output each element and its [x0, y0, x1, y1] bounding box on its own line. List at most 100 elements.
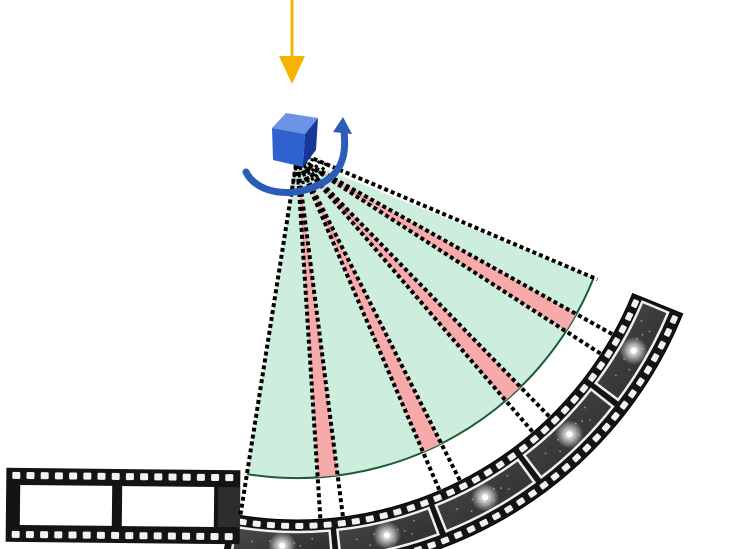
strip-hole-top — [125, 473, 134, 481]
blank-film-strip — [5, 467, 241, 545]
strip-cell-2 — [121, 486, 215, 527]
wedge-edge-a-3 — [295, 156, 552, 419]
sprocket-hole-outer — [610, 411, 620, 421]
wedge-edge-a-1 — [295, 157, 345, 518]
sprocket-hole-inner — [570, 394, 580, 404]
strip-hole-top — [225, 474, 234, 482]
strip-hole-top — [83, 472, 92, 480]
speckle — [623, 358, 625, 361]
sprocket-hole-outer — [582, 443, 592, 453]
strip-hole-top — [54, 472, 63, 480]
speckle — [574, 422, 577, 425]
wedge-edge-b-3 — [295, 156, 535, 434]
strip-hole-bottom — [11, 530, 20, 538]
curved-film-detector — [224, 292, 684, 549]
sprocket-hole-inner — [518, 443, 528, 453]
strip-hole-bottom — [111, 531, 120, 539]
strip-hole-top — [40, 472, 49, 480]
sprocket-hole-inner — [309, 522, 318, 529]
speckle — [640, 319, 643, 322]
speckle — [615, 374, 617, 377]
sprocket-hole-inner — [365, 515, 375, 523]
sprocket-hole-inner — [596, 361, 606, 371]
sprocket-hole-inner — [281, 522, 290, 529]
strip-hole-top — [12, 471, 21, 479]
speckle — [628, 368, 631, 371]
scatter-arc-4 — [291, 161, 328, 185]
sprocket-hole-inner — [458, 482, 468, 491]
beam-arrowhead — [279, 56, 305, 84]
sprocket-hole-outer — [550, 472, 560, 481]
speckle — [470, 510, 473, 513]
speckle — [393, 539, 396, 542]
exposure-wedge-4 — [297, 158, 577, 332]
blank-strip-group — [5, 467, 241, 545]
scatter-arc-3 — [292, 159, 322, 178]
speckle — [471, 498, 474, 501]
speckle — [628, 354, 631, 357]
scatter-arc-2 — [293, 157, 315, 171]
sprocket-hole-inner — [337, 519, 346, 527]
strip-cell-1 — [19, 484, 113, 526]
scattering-fan — [246, 158, 595, 479]
sprocket-hole-inner — [618, 324, 627, 334]
sprocket-hole-outer — [453, 531, 463, 539]
speckle — [584, 406, 586, 409]
strip-hole-top — [69, 472, 78, 480]
diffraction-spot-core-5 — [630, 347, 637, 354]
sprocket-hole-outer — [491, 512, 501, 521]
speckle — [251, 540, 253, 543]
speckle — [563, 436, 566, 439]
sprocket-hole-outer — [527, 489, 538, 498]
sprocket-hole-inner — [323, 521, 332, 528]
strip-hole-bottom — [139, 532, 148, 540]
sprocket-hole-inner — [446, 488, 456, 497]
speckle — [275, 543, 277, 546]
strip-hole-top — [111, 472, 120, 480]
strip-hole-bottom — [96, 531, 105, 539]
wedge-edge-a-2 — [295, 157, 462, 483]
sprocket-hole-outer — [504, 504, 514, 514]
sprocket-hole-inner — [252, 520, 261, 528]
speckle — [299, 545, 302, 547]
strip-hole-bottom — [125, 532, 134, 540]
speckle — [506, 474, 509, 477]
speckle — [355, 538, 358, 541]
speckle — [589, 419, 591, 421]
sprocket-hole-inner — [611, 337, 621, 347]
strip-hole-top — [26, 472, 35, 480]
sprocket-hole-outer — [669, 315, 678, 324]
diffraction-spot-core-4 — [566, 431, 573, 438]
fan-arc-edge — [246, 277, 595, 479]
diffraction-spot-1 — [268, 531, 297, 549]
incident-beam-arrow-icon — [279, 0, 305, 84]
boundary-ray-left — [238, 157, 299, 517]
speckle — [636, 337, 638, 340]
sprocket-hole-inner — [588, 372, 597, 382]
speckle — [577, 434, 580, 436]
speckle — [507, 488, 510, 490]
speckle — [397, 528, 399, 531]
sprocket-hole-inner — [483, 468, 493, 477]
strip-hole-top — [196, 473, 205, 481]
speckle — [500, 487, 502, 489]
wedge-edge-b-2 — [295, 157, 442, 492]
speckle — [493, 487, 495, 490]
sprocket-hole-inner — [604, 349, 613, 359]
sprocket-hole-inner — [560, 405, 570, 415]
speckle — [269, 540, 272, 542]
speckle — [411, 532, 413, 535]
sprocket-hole-outer — [657, 340, 666, 350]
strip-hole-bottom — [210, 532, 219, 541]
sprocket-hole-inner — [625, 311, 634, 322]
sprocket-hole-inner — [631, 299, 639, 309]
speckle — [559, 450, 561, 453]
strip-hole-bottom — [54, 531, 63, 539]
sprocket-hole-inner — [550, 415, 560, 425]
sprocket-hole-inner — [393, 508, 402, 516]
strip-hole-top — [154, 473, 163, 481]
sprocket-hole-inner — [507, 452, 517, 461]
speckle — [648, 330, 651, 333]
strip-hole-top — [140, 473, 149, 481]
